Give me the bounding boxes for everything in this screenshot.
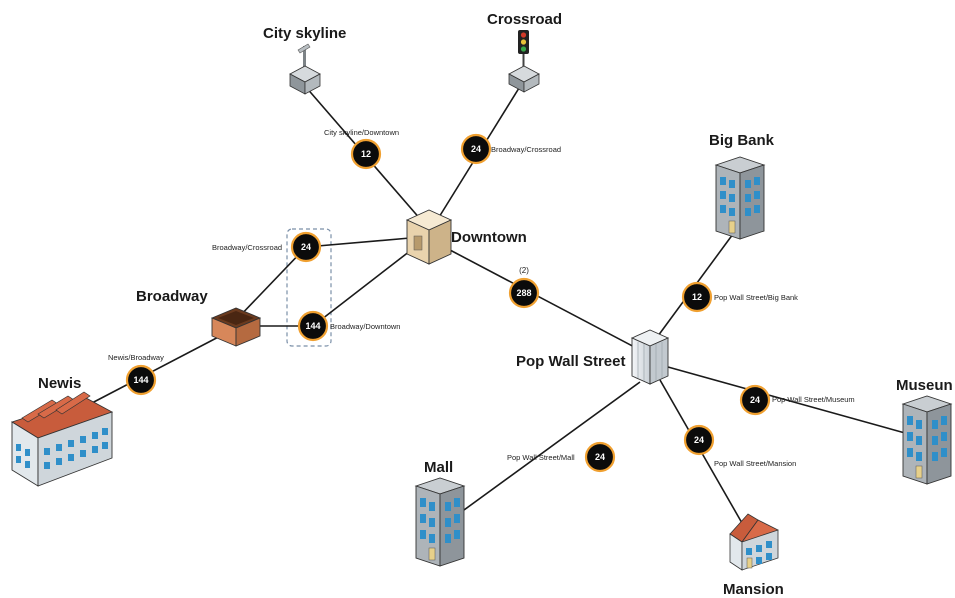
link-pop-wall-street-museum[interactable]	[667, 366, 906, 434]
badge-value: 288	[516, 288, 531, 298]
building-block-icon[interactable]	[405, 209, 453, 265]
value-badge[interactable]: 24	[739, 384, 771, 416]
edge-label: Pop Wall Street/Big Bank	[714, 293, 798, 302]
badge-value: 24	[471, 144, 481, 154]
badge-value: 12	[692, 292, 702, 302]
multiplicity-label: (2)	[519, 266, 529, 275]
node-title-downtown: Downtown	[451, 229, 527, 246]
node-title-big-bank: Big Bank	[709, 132, 775, 149]
value-badges: 12 24 24 144 288 144 12 24 24 24	[125, 133, 771, 473]
value-badge[interactable]: 144	[125, 364, 157, 396]
node-title-crossroad: Crossroad	[487, 11, 562, 28]
link-newis-broadway[interactable]	[89, 331, 229, 405]
edge-label: Broadway/Downtown	[330, 322, 400, 331]
node-title-mall: Mall	[424, 459, 453, 476]
badge-value: 144	[133, 375, 148, 385]
value-badge[interactable]: 144	[297, 310, 329, 342]
factory-icon[interactable]	[10, 391, 114, 487]
badge-value: 24	[750, 395, 760, 405]
node-title-pop-wall-street: Pop Wall Street	[516, 353, 625, 370]
edge-label: Newis/Broadway	[108, 353, 164, 362]
value-badge[interactable]: 24	[584, 441, 616, 473]
house-icon[interactable]	[729, 513, 779, 571]
selection-box	[286, 228, 332, 347]
value-badge[interactable]: 24	[290, 231, 322, 263]
node-titles: City skyline Crossroad Downtown Big Bank…	[38, 11, 953, 598]
value-badge[interactable]: 12	[350, 138, 382, 170]
edge-label: Pop Wall Street/Museum	[772, 395, 855, 404]
badge-value: 24	[694, 435, 704, 445]
badge-value: 24	[301, 242, 311, 252]
value-badge[interactable]: 24	[460, 133, 492, 165]
value-badge[interactable]: 24	[683, 424, 715, 456]
link-pop-wall-street-mall[interactable]	[463, 381, 641, 511]
office-tower-icon[interactable]	[901, 395, 953, 485]
link-broadway-crossroad[interactable]	[305, 237, 411, 248]
link-downtown-pop-wall-street[interactable]	[449, 249, 641, 351]
edge-label: Broadway/Crossroad	[212, 243, 282, 252]
edge-label: Broadway/Crossroad	[491, 145, 561, 154]
office-tower-icon[interactable]	[714, 156, 766, 240]
open-box-icon[interactable]	[210, 307, 262, 347]
badge-value: 144	[305, 321, 320, 331]
edge-label: Pop Wall Street/Mall	[507, 453, 575, 462]
badge-value: 12	[361, 149, 371, 159]
node-title-museum: Museun	[896, 377, 953, 394]
glass-tower-icon[interactable]	[630, 329, 670, 385]
edge-label: City skyline/Downtown	[324, 128, 399, 137]
value-badge[interactable]: 288	[508, 277, 540, 309]
traffic-light-icon[interactable]	[508, 30, 540, 93]
badge-value: 24	[595, 452, 605, 462]
node-title-newis: Newis	[38, 375, 81, 392]
link-broadway-downtown-b[interactable]	[312, 250, 411, 327]
node-title-city-skyline: City skyline	[263, 25, 346, 42]
antenna-tower-icon[interactable]	[289, 43, 321, 95]
node-title-broadway: Broadway	[136, 288, 208, 305]
link-broadway-crossroad-left[interactable]	[235, 246, 307, 321]
edge-labels: City skyline/Downtown Broadway/Crossroad…	[108, 128, 855, 468]
value-badge[interactable]: 12	[681, 281, 713, 313]
office-tower-icon[interactable]	[414, 477, 466, 567]
node-title-mansion: Mansion	[723, 581, 784, 598]
edge-label: Pop Wall Street/Mansion	[714, 459, 796, 468]
link-pop-wall-street-mansion[interactable]	[659, 379, 747, 531]
